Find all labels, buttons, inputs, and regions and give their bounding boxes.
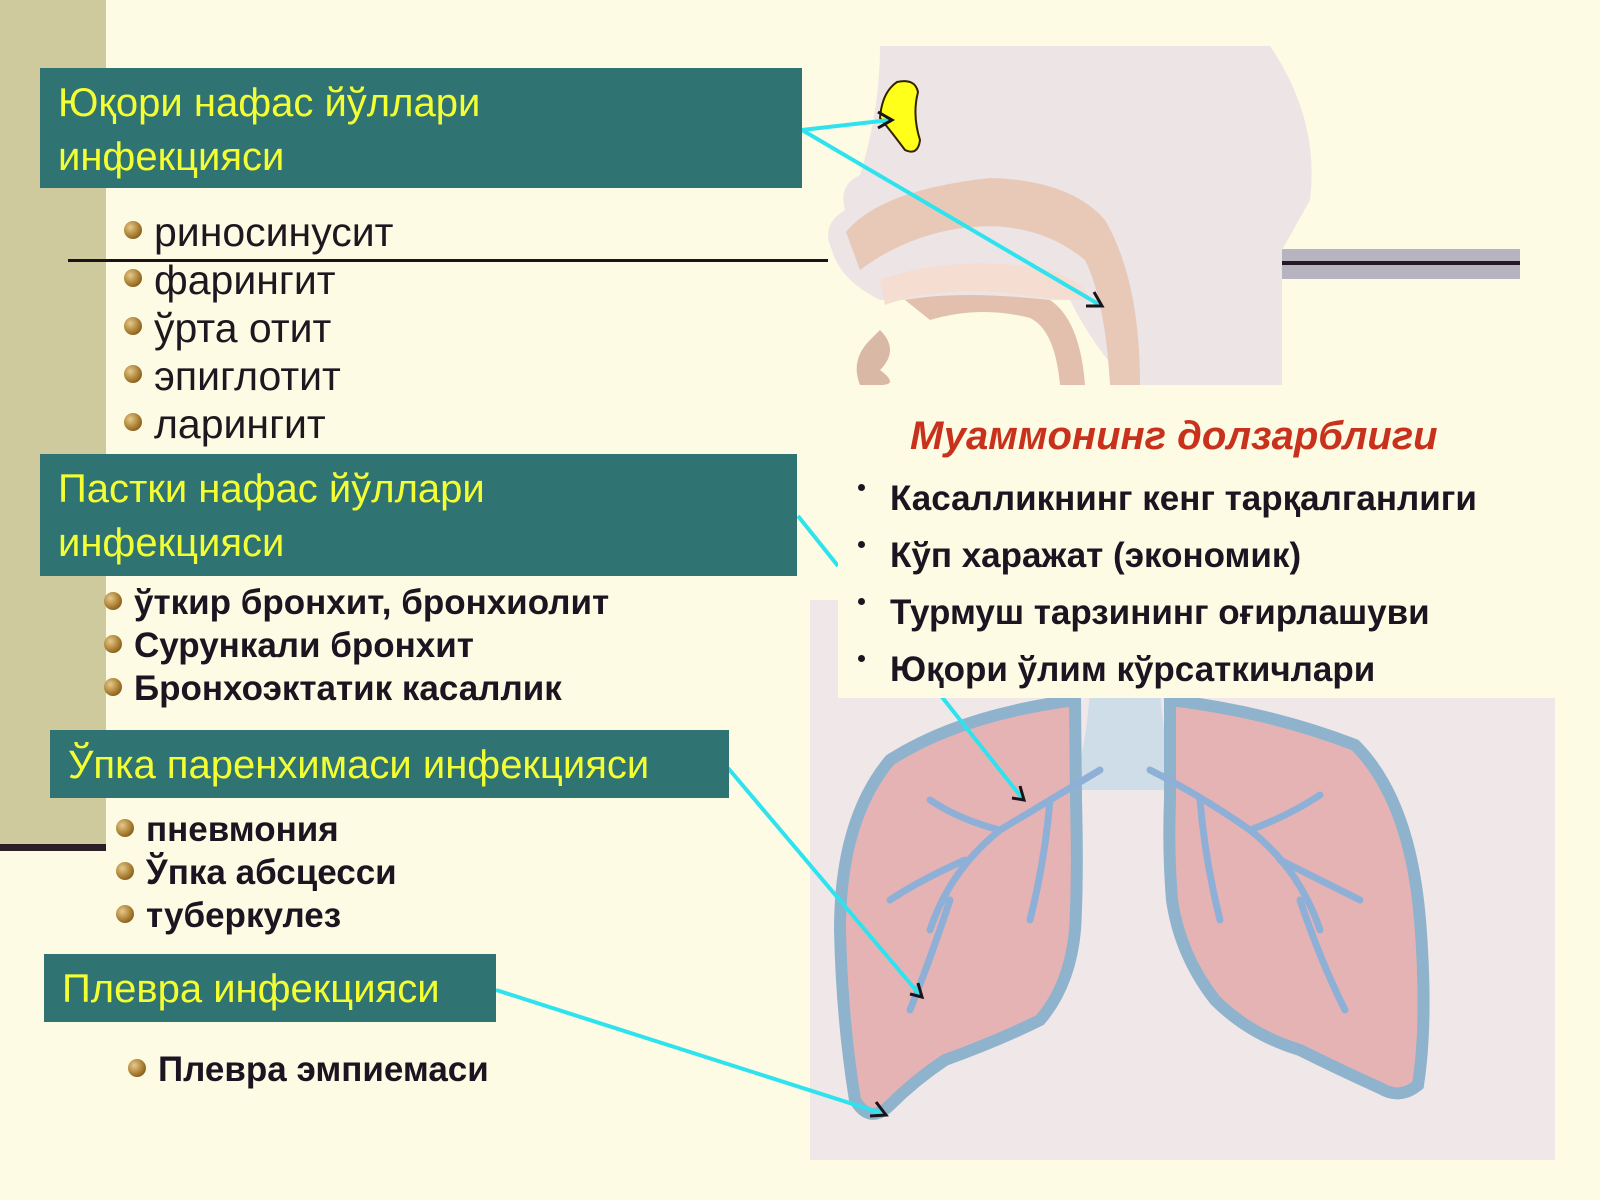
- list-item: Турмуш тарзининг оғирлашуви: [838, 584, 1477, 641]
- category-box-parenchyma: Ўпка паренхимаси инфекцияси: [50, 730, 729, 798]
- pointer-arrow-icon: [800, 128, 1102, 307]
- relevance-title: Муаммонинг долзарблиги: [910, 414, 1438, 458]
- relevance-list: Касалликнинг кенг тарқалганлиги Кўп хара…: [838, 470, 1477, 698]
- bullet-ball-icon: [124, 269, 142, 287]
- list-item: Юқори ўлим кўрсаткичлари: [838, 641, 1477, 698]
- list-item: ларингит: [124, 400, 393, 448]
- bullet-ball-icon: [124, 413, 142, 431]
- title-rule-left: [68, 259, 828, 262]
- bullet-ball-icon: [124, 221, 142, 239]
- category-list-lower: ўткир бронхит, бронхиолит Сурункали брон…: [104, 581, 609, 710]
- list-item: Касалликнинг кенг тарқалганлиги: [838, 470, 1477, 527]
- category-list-parenchyma: пневмония Ўпка абсцесси туберкулез: [116, 808, 397, 937]
- list-item: ўрта отит: [124, 304, 393, 352]
- bullet-ball-icon: [128, 1059, 146, 1077]
- pointer-lines: [495, 118, 1102, 1116]
- bullet-dot-icon: [858, 598, 865, 605]
- category-box-pleura: Плевра инфекцияси: [44, 954, 496, 1022]
- relevance-panel: Муаммонинг долзарблиги Касалликнинг кенг…: [838, 400, 1568, 698]
- bullet-ball-icon: [116, 862, 134, 880]
- bullet-ball-icon: [124, 365, 142, 383]
- title-rule-right-line: [1282, 261, 1520, 265]
- pointer-arrow-icon: [495, 988, 885, 1116]
- list-item: фарингит: [124, 256, 393, 304]
- decorative-side-bar-line: [0, 844, 106, 851]
- bullet-dot-icon: [858, 655, 865, 662]
- bullet-ball-icon: [124, 317, 142, 335]
- list-item: Плевра эмпиемаси: [128, 1048, 489, 1091]
- category-title-line: Юқори нафас йўллари: [58, 81, 481, 125]
- pointer-arrow-icon: [726, 766, 922, 997]
- pointer-arrow-icon: [796, 514, 840, 568]
- list-item: пневмония: [116, 808, 397, 851]
- category-title-line: Плевра инфекцияси: [62, 967, 440, 1011]
- category-list-pleura: Плевра эмпиемаси: [128, 1048, 489, 1091]
- list-item: Кўп харажат (экономик): [838, 527, 1477, 584]
- list-item: эпиглотит: [124, 352, 393, 400]
- list-item: ўткир бронхит, бронхиолит: [104, 581, 609, 624]
- head-illustration: [828, 46, 1312, 385]
- bullet-dot-icon: [858, 484, 865, 491]
- list-item: Ўпка абсцесси: [116, 851, 397, 894]
- bullet-ball-icon: [104, 635, 122, 653]
- category-title-line: инфекцияси: [58, 521, 285, 565]
- list-item: Бронхоэктатик касаллик: [104, 667, 609, 710]
- category-title-line: инфекцияси: [58, 135, 285, 179]
- category-title-line: Пастки нафас йўллари: [58, 467, 485, 511]
- bullet-dot-icon: [858, 541, 865, 548]
- pointer-arrow-icon: [936, 690, 1024, 800]
- category-box-upper: Юқори нафас йўллари инфекцияси: [40, 68, 802, 188]
- pointer-arrowheads: [869, 110, 1105, 1118]
- bullet-ball-icon: [104, 592, 122, 610]
- list-item: риносинусит: [124, 208, 393, 256]
- category-list-upper: риносинусит фарингит ўрта отит эпиглотит…: [124, 208, 393, 448]
- bullet-ball-icon: [116, 905, 134, 923]
- list-item: Сурункали бронхит: [104, 624, 609, 667]
- bullet-ball-icon: [104, 678, 122, 696]
- bullet-ball-icon: [116, 819, 134, 837]
- category-title-line: Ўпка паренхимаси инфекцияси: [68, 743, 650, 787]
- pointer-arrow-icon: [801, 118, 891, 132]
- list-item: туберкулез: [116, 894, 397, 937]
- category-box-lower: Пастки нафас йўллари инфекцияси: [40, 454, 797, 576]
